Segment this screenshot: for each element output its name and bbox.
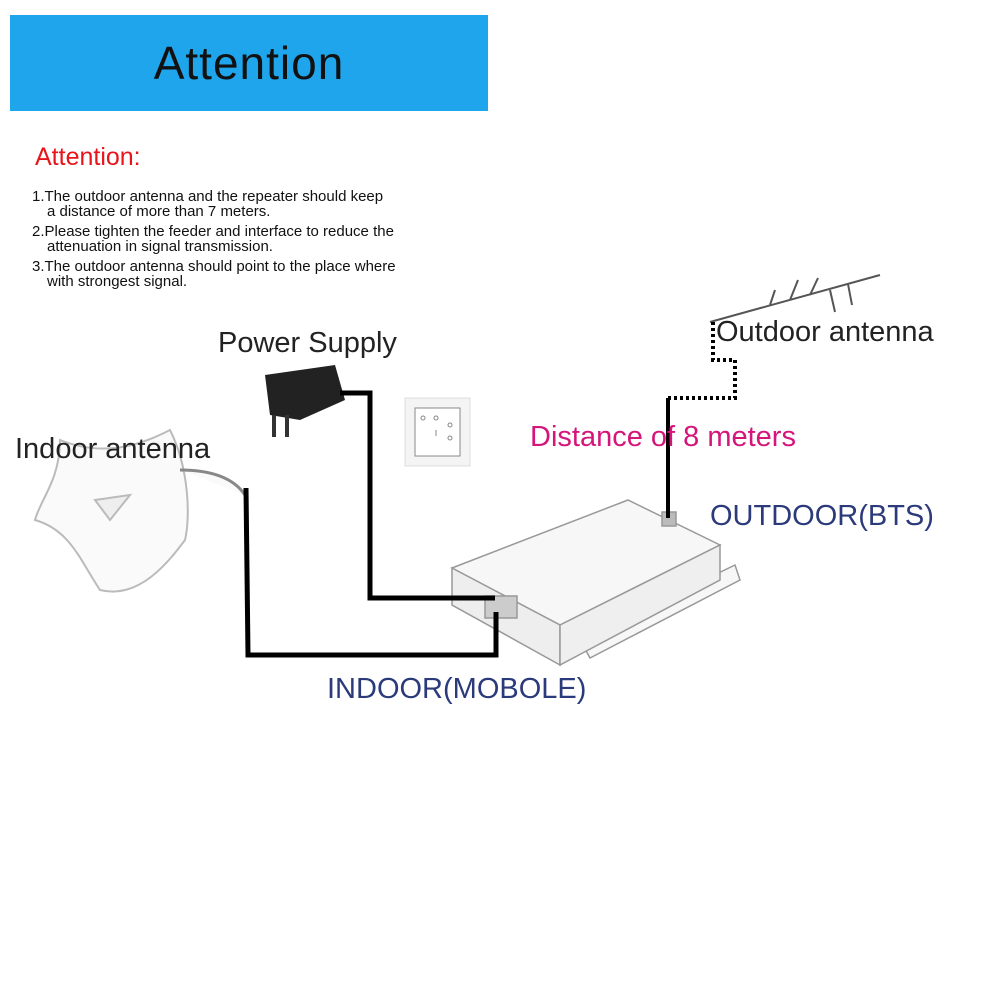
power-adapter-icon bbox=[265, 365, 345, 437]
indoor-cable bbox=[243, 487, 499, 658]
note-text-cont: attenuation in signal transmission. bbox=[47, 238, 273, 255]
note-item: 3.The outdoor antenna should point to th… bbox=[32, 259, 502, 289]
wall-socket-icon bbox=[404, 397, 471, 467]
indoor-antenna-icon bbox=[33, 428, 247, 593]
repeater-device-icon bbox=[450, 499, 741, 667]
note-text: 1.The outdoor antenna and the repeater s… bbox=[32, 188, 384, 205]
indoor-port-label: INDOOR(MOBOLE) bbox=[327, 673, 587, 705]
indoor-antenna-label: Indoor antenna bbox=[15, 433, 211, 465]
note-text: 2.Please tighten the feeder and interfac… bbox=[32, 223, 394, 240]
note-text: 3.The outdoor antenna should point to th… bbox=[32, 258, 396, 275]
attention-notes: 1.The outdoor antenna and the repeater s… bbox=[32, 189, 502, 294]
outdoor-antenna-label: Outdoor antenna bbox=[716, 316, 934, 348]
note-text-cont: with strongest signal. bbox=[47, 273, 188, 290]
note-text-cont: a distance of more than 7 meters. bbox=[47, 203, 271, 220]
outdoor-antenna-icon bbox=[709, 274, 881, 323]
banner-title: Attention bbox=[153, 37, 345, 89]
distance-label: Distance of 8 meters bbox=[530, 421, 796, 453]
outdoor-port-label: OUTDOOR(BTS) bbox=[710, 500, 934, 532]
power-supply-label: Power Supply bbox=[218, 327, 397, 359]
note-item: 1.The outdoor antenna and the repeater s… bbox=[32, 189, 502, 219]
power-cable bbox=[340, 390, 495, 601]
note-item: 2.Please tighten the feeder and interfac… bbox=[32, 224, 502, 254]
attention-banner: Attention bbox=[10, 15, 488, 111]
attention-heading: Attention: bbox=[35, 143, 141, 171]
outdoor-cable-dotted bbox=[668, 322, 737, 400]
